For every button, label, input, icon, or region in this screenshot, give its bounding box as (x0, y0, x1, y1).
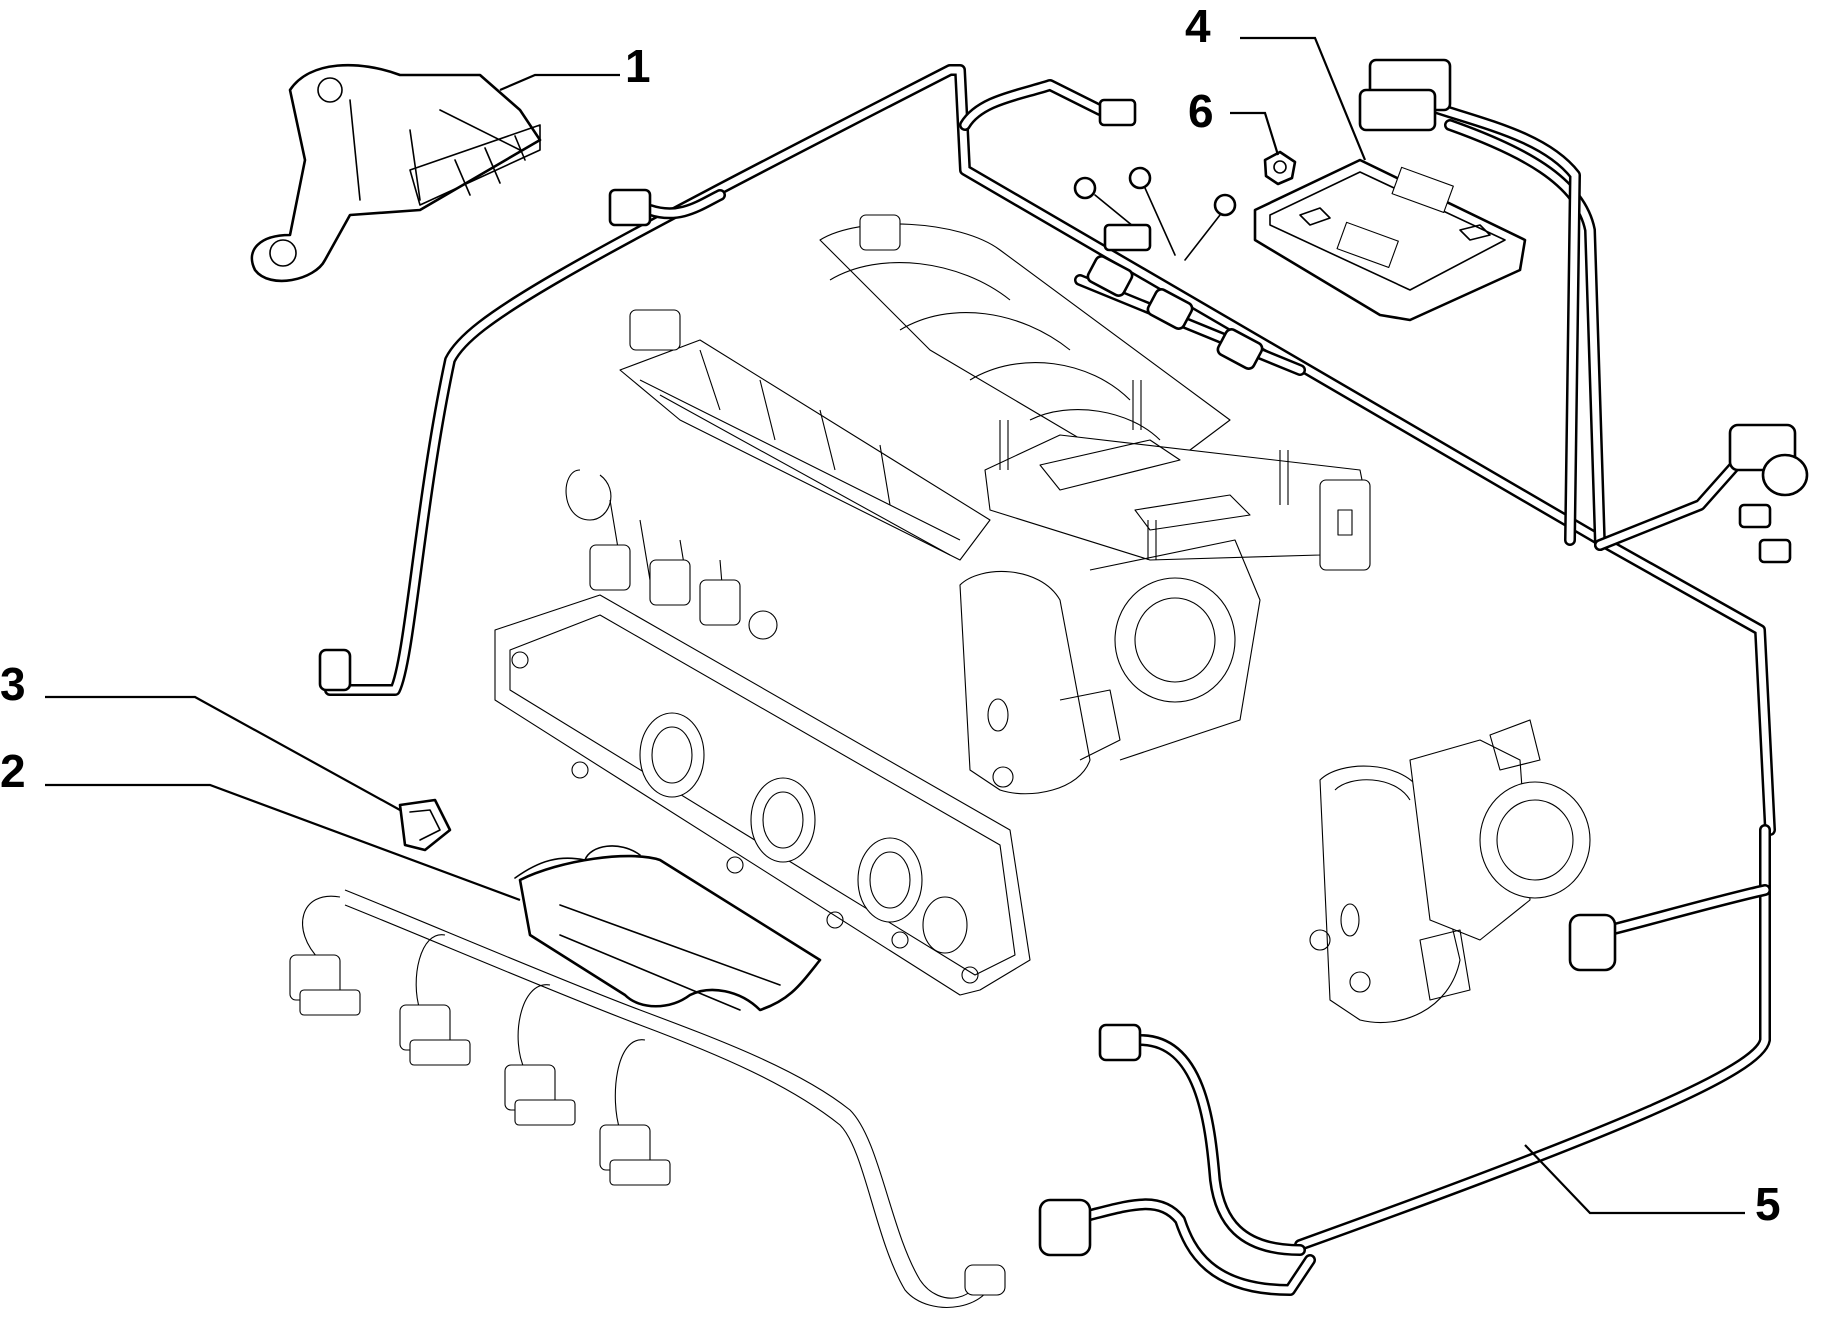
leader-line-1 (499, 73, 620, 92)
part-5-main-wiring-harness (318, 58, 1809, 1296)
callout-labels: 1 2 3 4 5 6 (0, 0, 1781, 1230)
part-1-bracket (250, 63, 542, 283)
part-3-clip (398, 798, 452, 852)
part-4-control-module (1253, 158, 1527, 322)
leader-line-3 (45, 695, 401, 811)
callout-5: 5 (1755, 1178, 1781, 1230)
callout-1: 1 (625, 40, 651, 92)
callout-2: 2 (0, 745, 26, 797)
intake-manifold-assembly (494, 214, 1371, 996)
callout-3: 3 (0, 658, 26, 710)
leader-line-5 (1524, 1144, 1745, 1215)
part-2-heat-shield (514, 845, 822, 1012)
leader-line-4 (1240, 36, 1367, 161)
throttle-body-loose (1309, 719, 1591, 1024)
leader-line-2 (45, 783, 521, 902)
callout-6: 6 (1188, 85, 1214, 137)
injector-wiring-harness (289, 889, 1006, 1308)
callout-4: 4 (1185, 0, 1211, 52)
leader-line-6 (1230, 111, 1280, 156)
part-6-nut (1263, 150, 1297, 186)
leader-lines (45, 36, 1745, 1215)
